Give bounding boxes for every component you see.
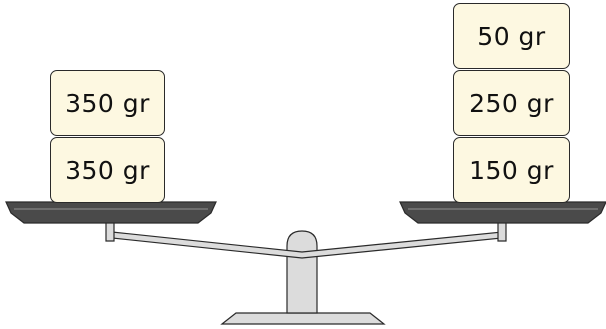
- weight-block: 350 gr: [50, 70, 165, 136]
- right-pan-hanger: [497, 222, 507, 242]
- weight-block: 250 gr: [453, 70, 570, 136]
- left-pan-hanger: [105, 222, 115, 242]
- weight-block: 150 gr: [453, 137, 570, 203]
- scale-pillar: [286, 230, 318, 314]
- weight-block: 50 gr: [453, 3, 570, 69]
- weight-block: 350 gr: [50, 137, 165, 203]
- left-pan: [5, 201, 217, 224]
- right-pan: [399, 201, 606, 224]
- scale-base: [220, 312, 386, 325]
